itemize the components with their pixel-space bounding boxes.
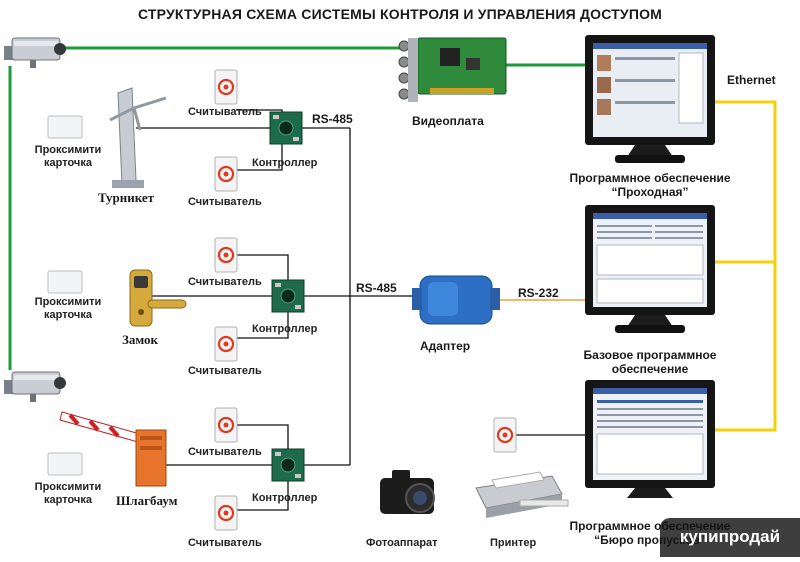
video-line-top (60, 46, 412, 60)
reader-3a-link (236, 424, 289, 452)
video-card-icon (398, 37, 507, 102)
controller-board-icon (271, 279, 305, 313)
reader-1b-link (236, 142, 283, 171)
adapter-icon (412, 275, 500, 325)
barrier-gate-icon (59, 411, 167, 487)
printer-label: Принтер (490, 537, 537, 549)
controller-label: Контроллер (252, 157, 318, 169)
photo-camera-label: Фотоаппарат (366, 537, 438, 549)
video-lines (8, 46, 585, 370)
software-base-line2: обеспечение (611, 361, 689, 376)
proximity-card-label: Проксимити карточка (34, 296, 102, 321)
diagram-title: СТРУКТУРНАЯ СХЕМА СИСТЕМЫ КОНТРОЛЯ И УПР… (137, 6, 663, 22)
rs485-label-middle: RS-485 (356, 281, 397, 295)
controller-board-icon (269, 111, 303, 145)
reader-label: Считыватель (188, 446, 262, 458)
controller-label: Контроллер (252, 323, 318, 335)
rs232-label: RS-232 (518, 286, 559, 300)
cctv-camera-icon (4, 371, 66, 402)
software-base-label: Базовое программное обеспечение (555, 348, 745, 377)
photo-camera-icon (380, 470, 435, 514)
software-checkpoint-line1: Программное обеспечение (569, 171, 731, 185)
software-base-line1: Базовое программное (583, 348, 717, 362)
ethernet-lines (712, 100, 777, 432)
controller-label: Контроллер (252, 492, 318, 504)
reader-2b-link (236, 310, 289, 339)
barrier-label: Шлагбаум (116, 493, 178, 508)
monitor-icon (585, 380, 715, 498)
monitor-icon (585, 205, 715, 333)
ethernet-label: Ethernet (727, 73, 776, 87)
reader-label: Считыватель (188, 537, 262, 549)
watermark-badge: купипродай (660, 518, 800, 557)
printer-icon (475, 471, 569, 518)
reader-label: Считыватель (188, 196, 262, 208)
reader-2a-link (236, 254, 289, 282)
lock-label: Замок (122, 332, 159, 347)
adapter-label: Адаптер (420, 339, 471, 353)
turnstile-icon (109, 87, 167, 188)
proximity-card-icon (47, 115, 83, 476)
reader-label: Считыватель (188, 365, 262, 377)
card-reader-icon (214, 407, 238, 443)
software-checkpoint-label: Программное обеспечение “Проходная” (555, 171, 745, 200)
proximity-card-label: Проксимити карточка (34, 481, 102, 506)
reader-label: Считыватель (188, 276, 262, 288)
card-reader-icon (214, 69, 238, 105)
door-lock-icon (129, 269, 187, 327)
ethernet-line-1 (712, 100, 777, 432)
proximity-card-label: Проксимити карточка (34, 144, 102, 169)
video-card-label: Видеоплата (412, 114, 484, 128)
reader-label: Считыватель (188, 106, 262, 118)
watermark-text: купипродай (679, 527, 781, 546)
card-reader-icon (214, 326, 238, 362)
rs485-lines (136, 109, 590, 511)
software-checkpoint-line2: “Проходная” (611, 184, 689, 199)
card-reader-icon (493, 417, 517, 453)
monitor-icon (585, 35, 715, 163)
card-reader-icon (214, 237, 238, 273)
reader-3b-link (236, 480, 289, 511)
rs485-label-top: RS-485 (312, 112, 353, 126)
controller-board-icon (271, 448, 305, 482)
card-reader-icon (214, 156, 238, 192)
card-reader-icon (214, 495, 238, 531)
turnstile-label: Турникет (98, 190, 155, 205)
cctv-camera-icon (4, 37, 66, 68)
